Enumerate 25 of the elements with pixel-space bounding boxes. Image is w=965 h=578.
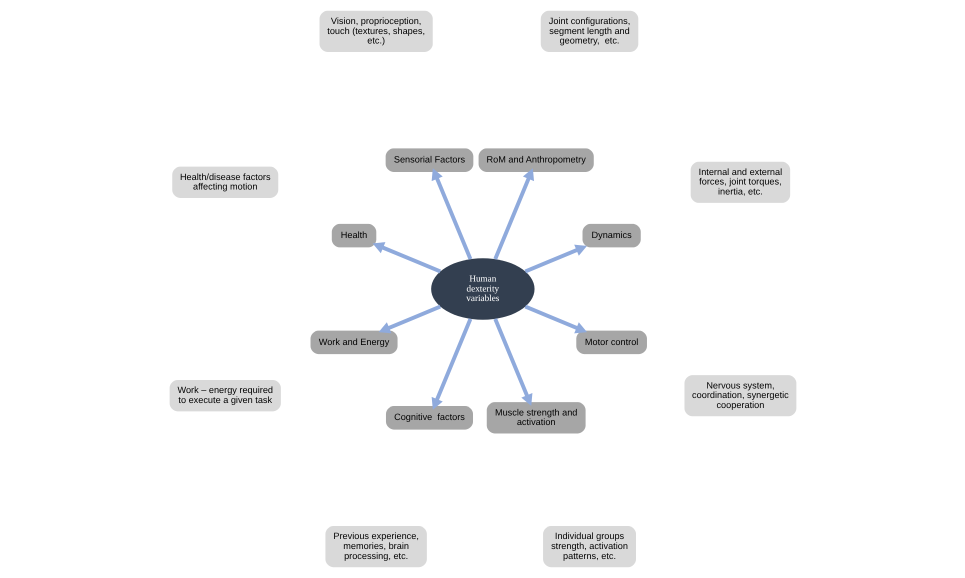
node-box: Individual groups strength, activation patterns, etc. xyxy=(542,526,636,568)
arrow xyxy=(524,244,587,274)
arrow xyxy=(378,304,441,334)
node-box: Joint configurations, segment length and geometry, etc. xyxy=(540,10,638,52)
node-box: Vision, proprioception, touch (textures, shapes, etc.) xyxy=(319,10,432,52)
node-box: Sensorial Factors xyxy=(385,148,473,172)
node-box: Nervous system, coordination, synergetic cooperation xyxy=(684,375,796,416)
node-ellipse: Human dexterity variables xyxy=(430,258,534,320)
node-box: Health xyxy=(331,224,376,248)
arrow xyxy=(524,304,587,334)
node-box: Health/disease factors affecting motion xyxy=(172,166,278,198)
arrow xyxy=(492,318,532,406)
node-box: Muscle strength and activation xyxy=(486,402,586,434)
node-box: Dynamics xyxy=(582,224,640,248)
node-box: Previous experience, memories, brain processing, etc. xyxy=(324,526,426,568)
node-box: RoM and Anthropometry xyxy=(478,148,594,172)
node-box: Cognitive factors xyxy=(385,406,473,430)
arrow xyxy=(372,242,441,274)
arrow xyxy=(431,318,472,410)
arrow xyxy=(431,168,472,260)
node-box: Work – energy required to execute a given task xyxy=(169,380,280,412)
node-box: Work and Energy xyxy=(310,330,398,354)
node-box: Internal and external forces, joint torques, inertia, etc. xyxy=(690,162,790,203)
arrow xyxy=(492,168,534,260)
node-box: Motor control xyxy=(576,330,646,354)
